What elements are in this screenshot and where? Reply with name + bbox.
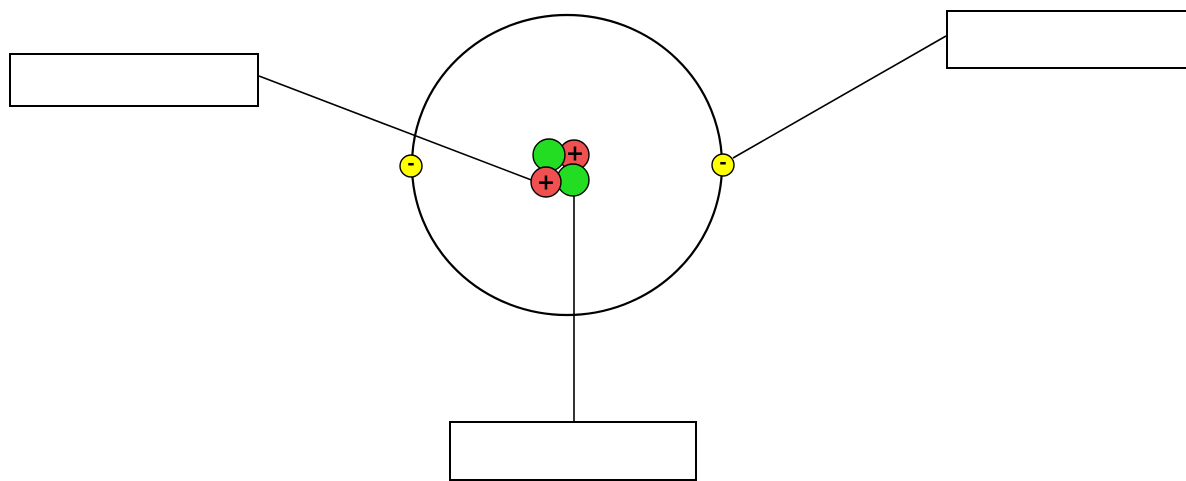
electron-charge-symbol: - [407, 154, 414, 175]
neutron-front [556, 163, 590, 197]
proton-front: + [530, 166, 562, 198]
label-box-right[interactable] [946, 10, 1186, 69]
label-box-bottom[interactable] [449, 421, 697, 481]
leader-line-left [258, 75, 535, 182]
label-box-left[interactable] [9, 53, 259, 107]
proton-charge-symbol: + [537, 171, 555, 196]
electron-left: - [399, 154, 423, 178]
neutron-back [532, 138, 566, 172]
nucleus: + + [530, 138, 590, 198]
electron-charge-symbol: - [719, 153, 726, 174]
electron-right: - [711, 153, 735, 177]
leader-line-right [732, 35, 947, 159]
proton-charge-symbol: + [566, 142, 584, 167]
